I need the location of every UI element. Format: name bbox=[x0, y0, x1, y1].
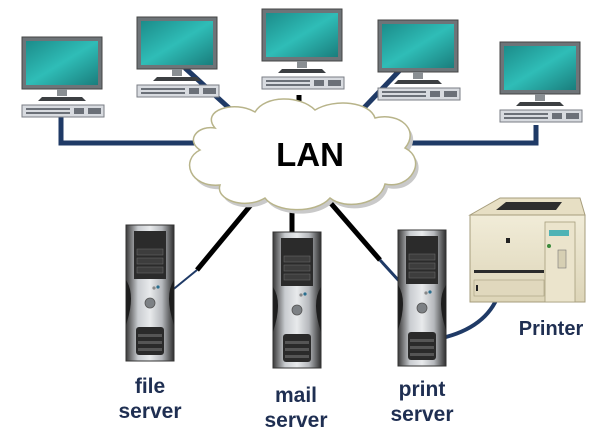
cable-lan-file-tail bbox=[169, 269, 198, 293]
workstation-pc3 bbox=[261, 8, 345, 90]
workstation-pc1 bbox=[21, 36, 105, 118]
lan-cloud: LAN bbox=[189, 98, 419, 214]
mail-server bbox=[272, 231, 322, 369]
printer bbox=[468, 197, 586, 303]
workstation-pc2 bbox=[136, 16, 220, 98]
cable-pc1-lan bbox=[58, 110, 195, 146]
file-server-label-line1: file bbox=[135, 375, 165, 398]
print-server bbox=[397, 229, 447, 367]
workstation-pc4 bbox=[377, 19, 461, 101]
file-server bbox=[125, 224, 175, 362]
cable-lan-file bbox=[195, 198, 257, 272]
cable-lan-print bbox=[326, 198, 382, 262]
print-server-label-line2: server bbox=[390, 403, 453, 426]
workstation-pc5 bbox=[499, 41, 583, 123]
mail-server-label-line1: mail bbox=[275, 384, 317, 407]
print-server-label-line1: print bbox=[399, 378, 446, 401]
cable-lan-print-tail bbox=[378, 258, 402, 284]
file-server-label-line2: server bbox=[118, 400, 181, 423]
mail-server-label-line2: server bbox=[264, 409, 327, 432]
lan-label: LAN bbox=[276, 136, 344, 173]
cable-pc5-lan bbox=[405, 125, 539, 146]
printer-label: Printer bbox=[519, 318, 584, 340]
connections bbox=[58, 66, 539, 339]
